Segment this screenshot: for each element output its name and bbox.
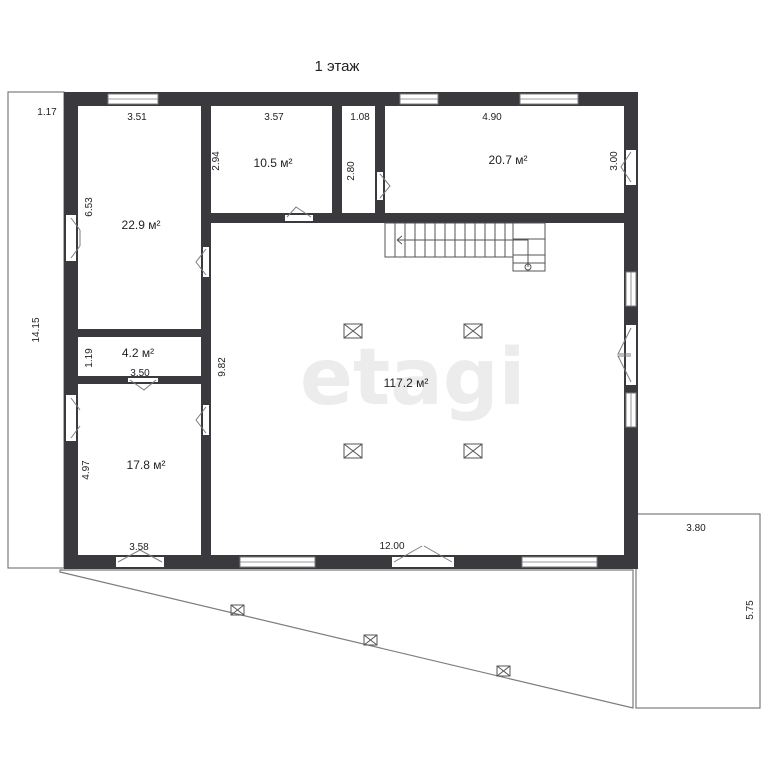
wall-bath-top — [78, 329, 206, 337]
floor-title: 1 этаж — [315, 58, 360, 75]
room-c-width: 1.08 — [350, 112, 370, 123]
right-terrace-length: 5.75 — [745, 600, 756, 620]
vent-terrace-1 — [230, 604, 245, 616]
room-c-height: 2.80 — [346, 161, 357, 181]
wall-small-room-left — [332, 106, 342, 217]
wall-hall-top — [204, 213, 638, 223]
wall-top — [64, 92, 638, 106]
walls — [64, 92, 638, 569]
window-mid-lines — [108, 98, 632, 563]
room-f-height: 4.97 — [81, 460, 92, 480]
door-bath — [129, 379, 157, 391]
door-room-a — [195, 248, 207, 276]
front-terrace — [59, 569, 634, 709]
door-room-d — [620, 151, 632, 183]
room-d-height: 3.00 — [609, 151, 620, 171]
door-bottom-left — [117, 549, 163, 563]
door-openings — [66, 150, 636, 567]
room-f-area: 17.8 м² — [127, 458, 166, 472]
room-a-area: 22.9 м² — [122, 218, 161, 232]
vent-terrace-2 — [363, 634, 378, 646]
doors — [70, 151, 632, 563]
room-d-area: 20.7 м² — [489, 153, 528, 167]
door-right-double — [617, 327, 632, 383]
room-e-area: 4.2 м² — [122, 346, 154, 360]
vent-terrace-3 — [496, 665, 511, 677]
hall-area: 117.2 м² — [384, 376, 429, 390]
room-e-width: 3.50 — [130, 368, 150, 379]
door-room-c — [379, 173, 391, 199]
door-left-upper — [70, 217, 81, 259]
door-left-lower — [70, 397, 81, 439]
room-b-height: 2.94 — [211, 151, 222, 171]
room-d-width: 4.90 — [482, 112, 502, 123]
right-terrace — [635, 513, 761, 709]
left-strip-length: 14.15 — [31, 317, 42, 342]
room-a-width: 3.51 — [127, 112, 147, 123]
wall-bottom — [64, 555, 638, 569]
wall-small-room-right — [375, 106, 385, 217]
door-bottom-main — [393, 545, 453, 563]
vent-markers — [230, 323, 511, 677]
room-e-height: 1.19 — [84, 348, 95, 368]
hall-width: 12.00 — [379, 541, 404, 552]
vent-hall-4 — [463, 443, 483, 459]
vent-hall-1 — [343, 323, 363, 339]
room-f-width: 3.58 — [129, 542, 149, 553]
vent-hall-2 — [463, 323, 483, 339]
right-terrace-width: 3.80 — [686, 523, 706, 534]
door-room-b — [286, 206, 312, 218]
staircase — [384, 222, 546, 272]
wall-left — [64, 92, 78, 569]
room-a-height: 6.53 — [84, 197, 95, 217]
door-room-f — [195, 406, 207, 434]
hall-height: 9.82 — [217, 357, 228, 377]
room-b-width: 3.57 — [264, 112, 284, 123]
left-strip-width: 1.17 — [37, 107, 57, 118]
vent-hall-3 — [343, 443, 363, 459]
stair-arrow — [396, 235, 529, 267]
watermark: etagi — [300, 333, 525, 423]
room-b-area: 10.5 м² — [254, 156, 293, 170]
